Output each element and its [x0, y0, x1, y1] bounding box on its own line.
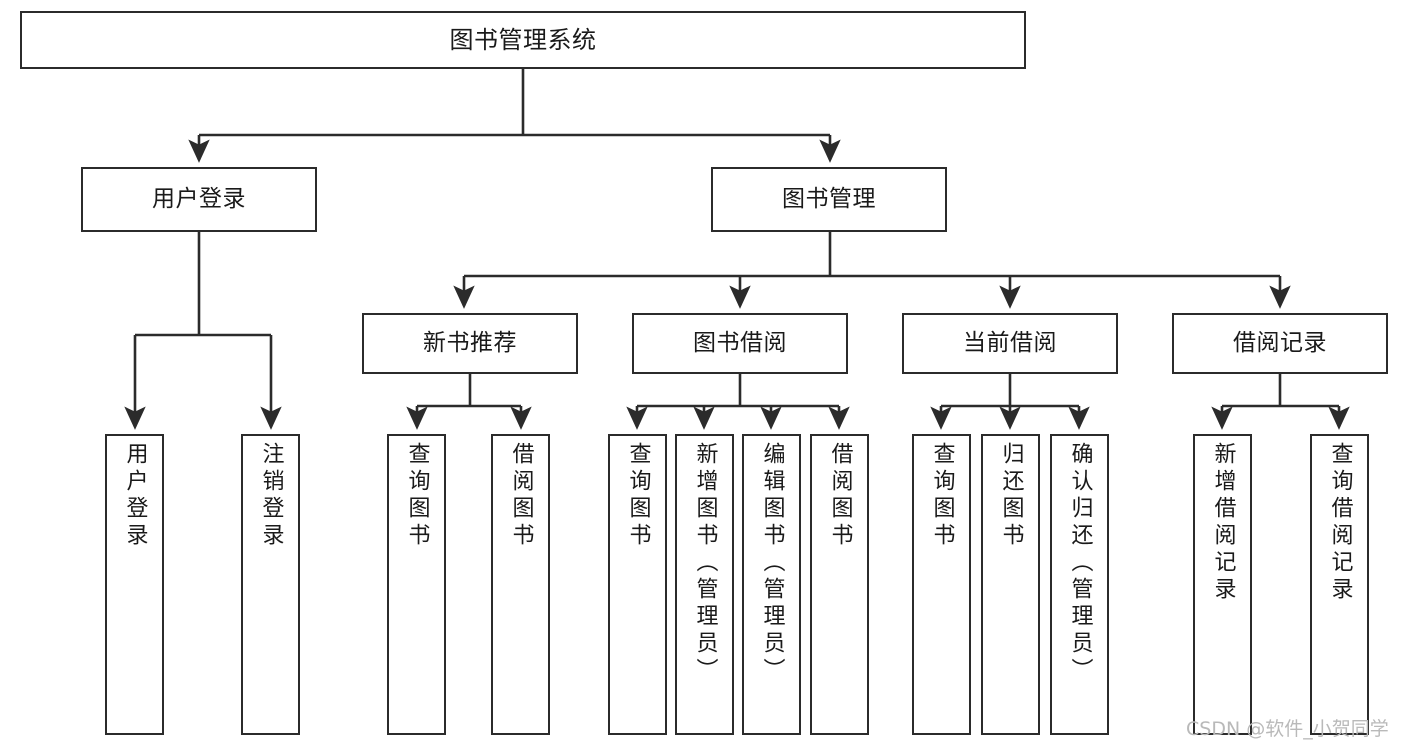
node-leaf-current-return[interactable]: 归还图书	[981, 434, 1040, 735]
node-leaf-records-add-label: 新增借阅记录	[1210, 442, 1236, 604]
node-leaf-borrow-borrow-book-label: 借阅图书	[827, 442, 853, 550]
node-leaf-user-login-login[interactable]: 用户登录	[105, 434, 164, 735]
node-leaf-borrow-edit-book-label: 编辑图书（管理员）	[759, 442, 785, 685]
node-leaf-records-query-label: 查询借阅记录	[1327, 442, 1353, 604]
node-leaf-new-book-query[interactable]: 查询图书	[387, 434, 446, 735]
node-leaf-current-query-label: 查询图书	[929, 442, 955, 550]
node-root-system-label: 图书管理系统	[449, 25, 597, 54]
node-root-system[interactable]: 图书管理系统	[20, 11, 1026, 69]
node-leaf-new-book-borrow-label: 借阅图书	[508, 442, 534, 550]
node-leaf-borrow-borrow-book[interactable]: 借阅图书	[810, 434, 869, 735]
node-leaf-current-query[interactable]: 查询图书	[912, 434, 971, 735]
node-leaf-borrow-query-label: 查询图书	[625, 442, 651, 550]
node-leaf-user-login-logout[interactable]: 注销登录	[241, 434, 300, 735]
node-leaf-new-book-query-label: 查询图书	[404, 442, 430, 550]
node-user-login-label: 用户登录	[152, 185, 246, 212]
node-book-management-label: 图书管理	[782, 185, 876, 212]
node-leaf-records-query[interactable]: 查询借阅记录	[1310, 434, 1369, 735]
node-borrow-records[interactable]: 借阅记录	[1172, 313, 1388, 374]
node-new-book-recommend-label: 新书推荐	[423, 329, 517, 356]
node-leaf-user-login-logout-label: 注销登录	[258, 442, 284, 550]
node-leaf-borrow-add-book-label: 新增图书（管理员）	[692, 442, 718, 685]
node-leaf-records-add[interactable]: 新增借阅记录	[1193, 434, 1252, 735]
node-leaf-current-confirm-return[interactable]: 确认归还（管理员）	[1050, 434, 1109, 735]
node-borrow-records-label: 借阅记录	[1233, 329, 1327, 356]
csdn-watermark: CSDN @软件_小贺同学	[1186, 718, 1389, 740]
node-new-book-recommend[interactable]: 新书推荐	[362, 313, 578, 374]
node-leaf-user-login-login-label: 用户登录	[122, 442, 148, 550]
node-leaf-borrow-query[interactable]: 查询图书	[608, 434, 667, 735]
node-book-borrow-label: 图书借阅	[693, 329, 787, 356]
node-user-login[interactable]: 用户登录	[81, 167, 317, 232]
node-leaf-current-return-label: 归还图书	[998, 442, 1024, 550]
node-leaf-new-book-borrow[interactable]: 借阅图书	[491, 434, 550, 735]
node-book-management[interactable]: 图书管理	[711, 167, 947, 232]
node-leaf-borrow-edit-book[interactable]: 编辑图书（管理员）	[742, 434, 801, 735]
node-current-borrow[interactable]: 当前借阅	[902, 313, 1118, 374]
node-leaf-borrow-add-book[interactable]: 新增图书（管理员）	[675, 434, 734, 735]
node-current-borrow-label: 当前借阅	[963, 329, 1057, 356]
node-leaf-current-confirm-return-label: 确认归还（管理员）	[1067, 442, 1093, 685]
node-book-borrow[interactable]: 图书借阅	[632, 313, 848, 374]
